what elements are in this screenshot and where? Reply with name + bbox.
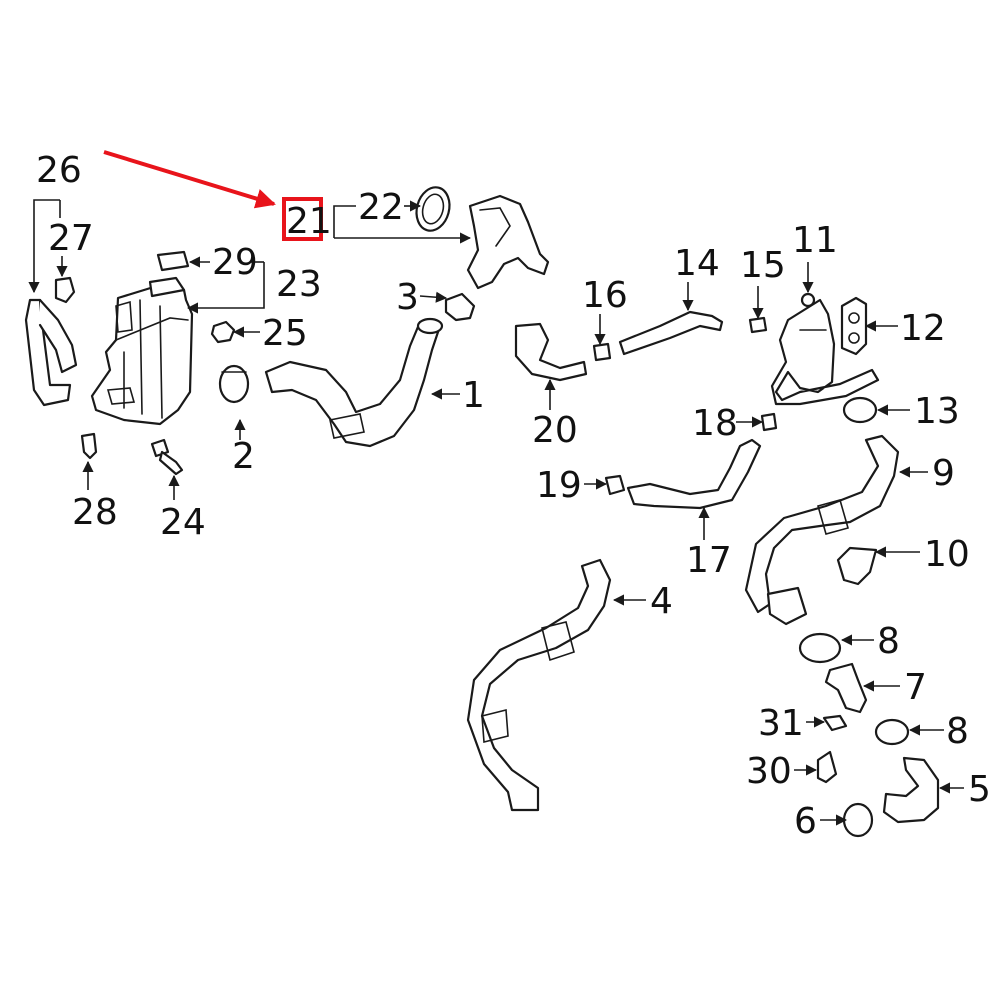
callout-13[interactable]: 13 — [914, 391, 960, 432]
callout-4[interactable]: 4 — [650, 581, 673, 622]
callout-22[interactable]: 22 — [358, 187, 404, 228]
callout-16[interactable]: 16 — [582, 275, 628, 316]
part-16-clip — [592, 342, 612, 362]
callout-9[interactable]: 9 — [932, 453, 955, 494]
leader-26 — [28, 199, 60, 294]
callout-24[interactable]: 24 — [160, 502, 206, 543]
callout-15[interactable]: 15 — [740, 245, 786, 286]
part-23-reservoir — [90, 276, 194, 426]
leader-3 — [419, 291, 448, 303]
part-30-sensor — [816, 750, 838, 784]
part-10-bracket — [836, 546, 878, 586]
part-20-pipe — [514, 322, 588, 382]
callout-11[interactable]: 11 — [792, 220, 838, 261]
callout-10[interactable]: 10 — [924, 534, 970, 575]
part-18-clip — [760, 412, 778, 432]
callout-5[interactable]: 5 — [968, 769, 991, 810]
callout-6[interactable]: 6 — [794, 801, 817, 842]
part-3-clamp — [444, 292, 476, 322]
leader-23 — [186, 262, 265, 314]
part-28-clip — [80, 432, 98, 460]
callout-1[interactable]: 1 — [462, 375, 485, 416]
callout-7[interactable]: 7 — [904, 667, 927, 708]
part-11-inlet — [770, 292, 880, 406]
callout-14[interactable]: 14 — [674, 243, 720, 284]
part-27-clip — [54, 276, 76, 304]
leader-21-bracket — [333, 205, 356, 238]
callout-2[interactable]: 2 — [232, 436, 255, 477]
callout-27[interactable]: 27 — [48, 218, 94, 259]
callout-18[interactable]: 18 — [692, 403, 738, 444]
part-2-clamp — [218, 364, 250, 404]
callout-23[interactable]: 23 — [276, 264, 322, 305]
callout-8a[interactable]: 8 — [877, 621, 900, 662]
part-5-hose — [882, 756, 940, 824]
part-25-nut — [210, 320, 236, 344]
callout-12[interactable]: 12 — [900, 308, 946, 349]
callout-25[interactable]: 25 — [262, 313, 308, 354]
callout-19[interactable]: 19 — [536, 465, 582, 506]
part-19-clip — [604, 474, 626, 496]
part-12-gasket — [840, 296, 868, 356]
part-8b-clamp — [874, 718, 910, 746]
part-17-hose — [626, 438, 762, 510]
part-6-clamp — [842, 802, 874, 838]
callout-labels: 1 2 3 4 5 6 7 8 8 9 10 11 12 13 14 15 16… — [36, 150, 991, 842]
highlight-marker — [103, 150, 323, 241]
part-9-hose — [744, 434, 900, 626]
part-13-clamp — [842, 396, 878, 424]
leader-lines — [28, 199, 964, 826]
callout-30[interactable]: 30 — [746, 751, 792, 792]
callout-21[interactable]: 21 — [286, 201, 332, 242]
part-4-hose — [466, 558, 612, 812]
callout-26[interactable]: 26 — [36, 150, 82, 191]
part-14-hose — [618, 310, 724, 356]
callout-3[interactable]: 3 — [396, 277, 419, 318]
callout-20[interactable]: 20 — [532, 410, 578, 451]
highlight-arrow — [103, 150, 276, 209]
part-8a-clamp — [798, 632, 842, 664]
part-7-fitting — [824, 662, 868, 714]
part-26-hose — [24, 298, 78, 407]
callout-8b[interactable]: 8 — [946, 711, 969, 752]
part-22-ring — [415, 186, 451, 232]
part-24-bolt — [150, 438, 184, 476]
callout-31[interactable]: 31 — [758, 703, 804, 744]
callout-29[interactable]: 29 — [212, 242, 258, 283]
callout-17[interactable]: 17 — [686, 540, 732, 581]
part-1-hose — [264, 317, 444, 448]
part-29-clip — [156, 250, 190, 272]
part-15-bolt — [748, 316, 768, 334]
callout-28[interactable]: 28 — [72, 492, 118, 533]
part-31-clip — [822, 714, 848, 732]
highlight-box — [282, 197, 323, 241]
part-21-housing — [466, 194, 550, 290]
